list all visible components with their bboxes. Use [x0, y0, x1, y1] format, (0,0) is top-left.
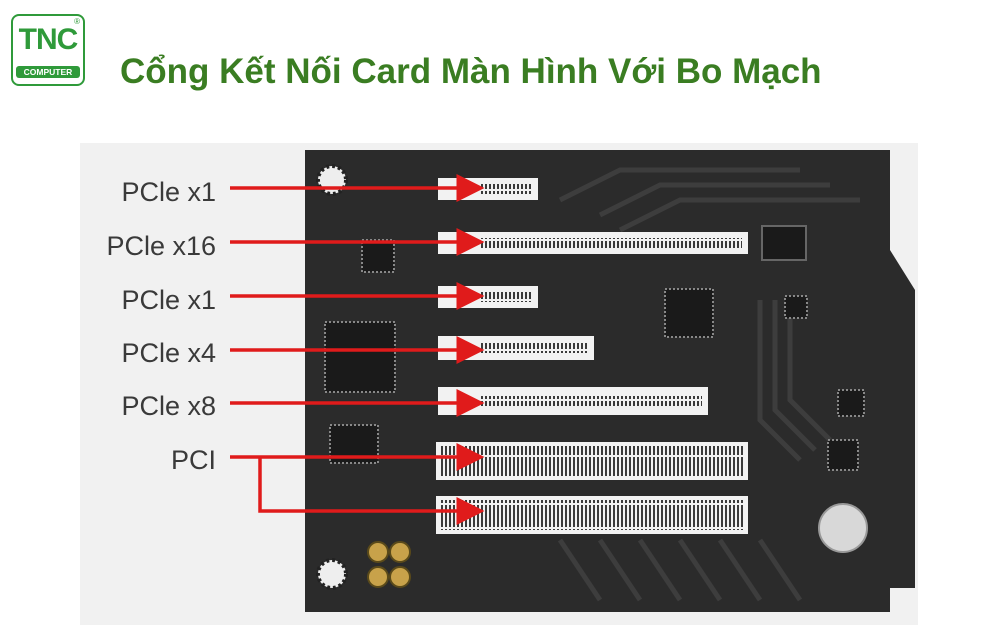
chip-left-1 — [361, 239, 395, 273]
chip-right-3 — [784, 295, 808, 319]
connector-block — [761, 225, 807, 261]
cpu-chip — [664, 288, 714, 338]
registered-mark: ® — [74, 17, 80, 26]
chip-right-2 — [827, 439, 859, 471]
tnc-logo: ® TNC COMPUTER — [11, 14, 85, 86]
arrow-pci-2 — [258, 457, 485, 525]
mount-hole-top — [316, 164, 348, 196]
chip-left-2 — [324, 321, 396, 393]
label-pcie-x1-mid: PCle x1 — [121, 285, 216, 315]
mount-hole-bottom — [316, 558, 348, 590]
label-pcie-x4: PCle x4 — [121, 338, 216, 368]
chip-right-1 — [837, 389, 865, 417]
label-pcie-x16: PCle x16 — [106, 231, 216, 261]
chips — [316, 164, 868, 590]
logo-subtext: COMPUTER — [16, 66, 80, 78]
capacitors — [367, 541, 411, 588]
slot-labels: PCle x1 PCle x16 PCle x1 PCle x4 PCle x8… — [106, 177, 216, 475]
slot-pci-1 — [438, 444, 746, 478]
logo-text: TNC — [18, 23, 79, 56]
label-pcie-x8: PCle x8 — [121, 391, 216, 421]
pointer-arrows — [230, 174, 485, 525]
expansion-slots — [436, 178, 748, 534]
page-title: Cổng Kết Nối Card Màn Hình Với Bo Mạch — [120, 52, 822, 91]
slot-pci-2 — [438, 498, 746, 532]
battery — [818, 503, 868, 553]
circuit-traces — [557, 167, 860, 602]
label-pci: PCI — [171, 445, 216, 475]
label-pcie-x1-top: PCle x1 — [121, 177, 216, 207]
